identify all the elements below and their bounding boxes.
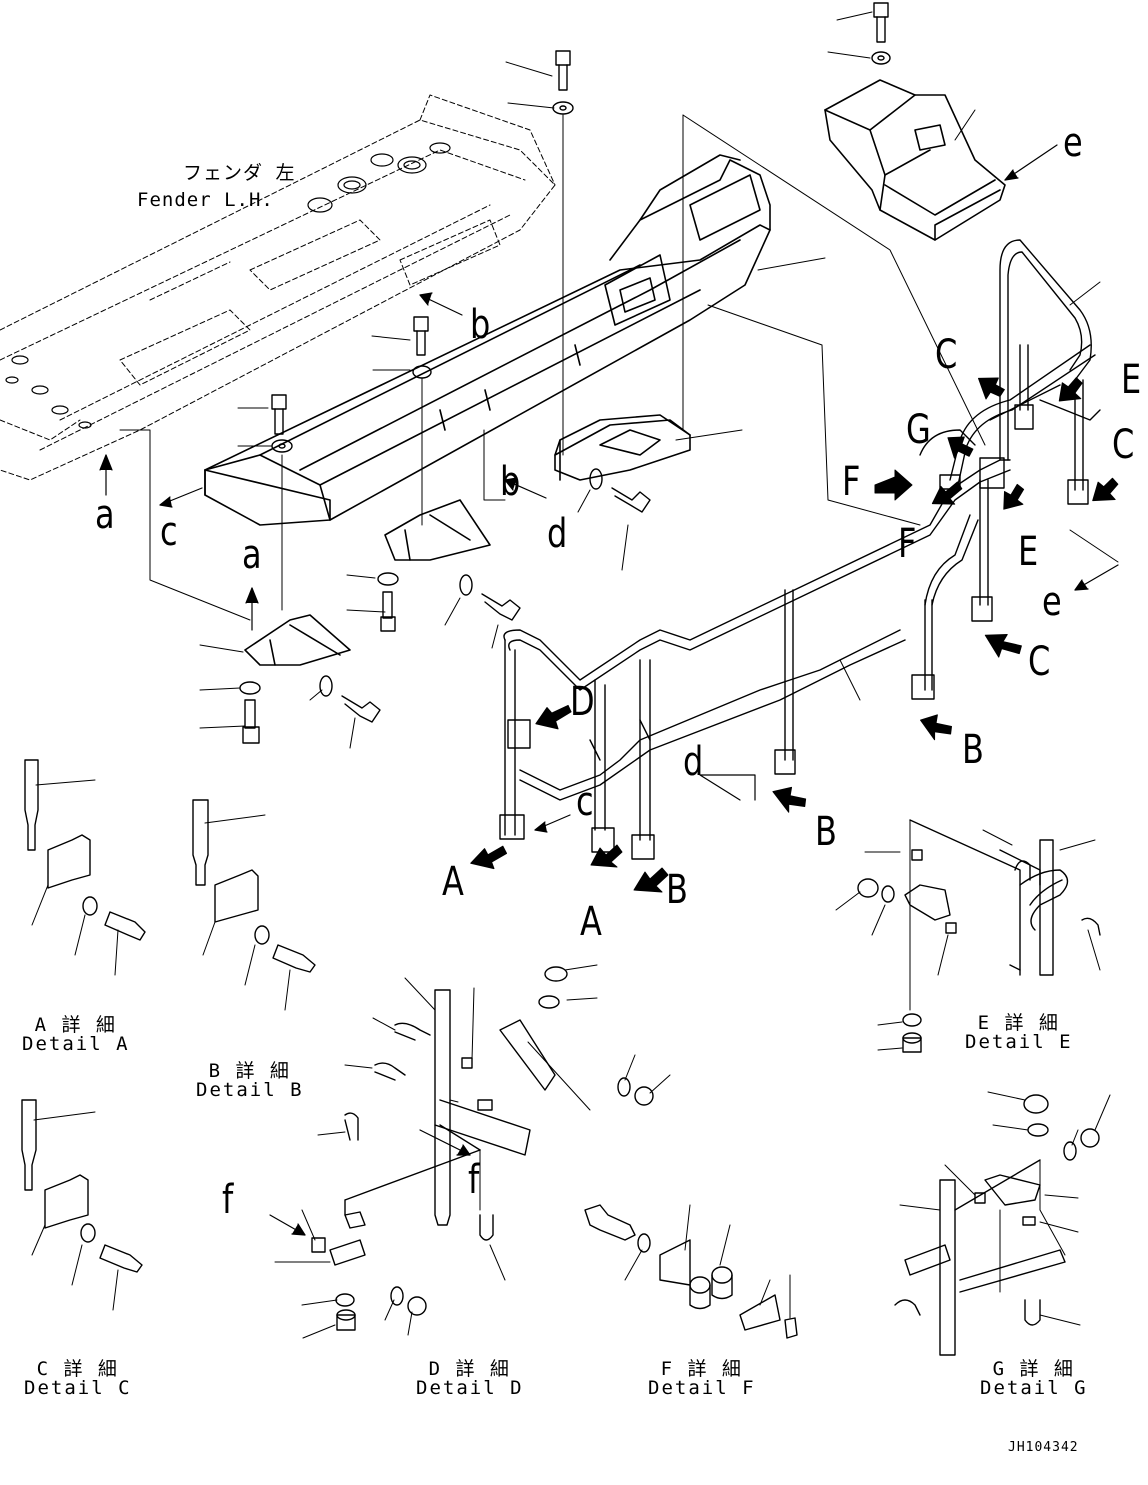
detail-g-drawing <box>894 1094 1100 1356</box>
detail-e-caption: E 詳 細 Detail E <box>965 1014 1073 1052</box>
lower-brackets <box>244 499 491 666</box>
detail-a-en: Detail A <box>22 1033 130 1055</box>
detail-f-jp: F 詳 細 <box>660 1358 743 1380</box>
center-bracket <box>554 414 691 481</box>
callout-upper-g: G <box>906 407 931 453</box>
detail-c-jp: C 詳 細 <box>36 1358 119 1380</box>
callout-d-1: d <box>547 511 568 557</box>
callout-d-2: d <box>683 739 704 785</box>
callout-a-2: a <box>242 532 262 578</box>
detail-pointer-arrows <box>470 377 1119 893</box>
detail-c-en: Detail C <box>24 1377 132 1399</box>
callout-upper-a-2: A <box>580 899 602 945</box>
detail-f-drawing <box>584 1204 798 1339</box>
detail-d-en: Detail D <box>416 1377 524 1399</box>
main-step-frame <box>204 154 771 526</box>
detail-d-caption: D 詳 細 Detail D <box>416 1360 524 1398</box>
detail-c-caption: C 詳 細 Detail C <box>24 1360 132 1398</box>
callout-c-1: c <box>160 509 178 555</box>
detail-d-jp: D 詳 細 <box>428 1358 511 1380</box>
ref-arrows <box>99 144 1119 1236</box>
detail-b-caption: B 詳 細 Detail B <box>196 1062 304 1100</box>
detail-a-drawing <box>24 759 146 941</box>
fender-holes <box>5 142 451 429</box>
detail-g-en: Detail G <box>980 1377 1088 1399</box>
fender-lh-outline <box>0 94 556 481</box>
detail-g-jp: G 詳 細 <box>992 1358 1075 1380</box>
leader-lines <box>31 11 1119 1339</box>
callout-upper-a-1: A <box>442 859 464 905</box>
detail-b-drawing <box>192 799 316 973</box>
bolts-washers <box>239 2 891 744</box>
callout-upper-d: D <box>570 679 595 725</box>
callout-e-2: e <box>1042 579 1062 625</box>
callout-c-2: c <box>576 779 594 825</box>
callout-f-2: f <box>468 1157 480 1203</box>
callout-upper-f-1: F <box>842 459 861 505</box>
detail-g-caption: G 詳 細 Detail G <box>980 1360 1088 1398</box>
detail-b-jp: B 詳 細 <box>208 1060 291 1082</box>
callout-upper-c-1: C <box>935 332 958 378</box>
detail-a-caption: A 詳 細 Detail A <box>22 1016 130 1054</box>
callout-upper-b-3: B <box>666 867 688 913</box>
callout-a-1: a <box>95 492 115 538</box>
detail-c-drawing <box>21 1099 143 1273</box>
callout-upper-c-3: C <box>1028 639 1051 685</box>
detail-e-drawing <box>857 819 1101 1053</box>
drawing-code: JH104342 <box>1008 1440 1079 1455</box>
fender-label-jp: フェンダ 左 <box>183 162 296 184</box>
callout-e-1: e <box>1063 120 1083 166</box>
callout-upper-b-1: B <box>962 727 984 773</box>
callout-upper-e-1: E <box>1121 357 1142 403</box>
fender-label-en: Fender L.H. <box>137 189 274 211</box>
callout-upper-e-2: E <box>1018 529 1039 575</box>
detail-b-en: Detail B <box>196 1079 304 1101</box>
detail-f-en: Detail F <box>648 1377 756 1399</box>
callout-upper-c-2: C <box>1112 422 1135 468</box>
detail-d-drawing <box>311 966 654 1331</box>
detail-a-jp: A 詳 細 <box>34 1014 117 1036</box>
callout-upper-f-2: F <box>898 521 917 567</box>
detail-e-en: Detail E <box>965 1031 1073 1053</box>
callout-f-1: f <box>222 1177 234 1223</box>
callout-b-2: b <box>500 459 521 505</box>
front-bracket <box>824 79 1006 241</box>
rail-clamps <box>499 404 1089 860</box>
callout-upper-b-2: B <box>815 809 837 855</box>
detail-f-caption: F 詳 細 Detail F <box>648 1360 756 1398</box>
detail-e-jp: E 詳 細 <box>977 1012 1060 1034</box>
callout-b-1: b <box>470 302 491 348</box>
hand-rail <box>503 239 1101 841</box>
